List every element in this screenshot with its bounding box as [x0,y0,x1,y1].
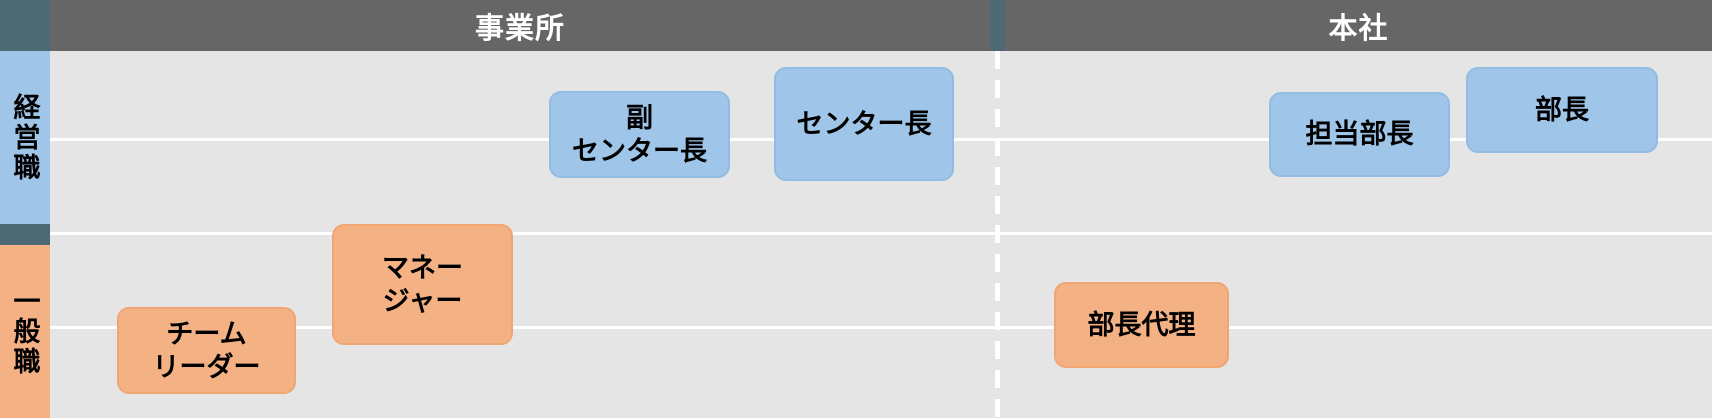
position-box-center-cho: センター長 [774,67,954,181]
gridline-2 [50,232,1712,235]
position-box-bucho-dairi: 部長代理 [1054,282,1229,368]
column-header-honsha-label: 本社 [1328,12,1389,45]
gridline-3 [50,326,1712,329]
column-header-jigyosho-label: 事業所 [474,12,565,45]
position-box-manager: マネー ジャー [332,224,513,345]
header-corner [0,0,50,51]
position-box-team-leader: チーム リーダー [117,307,296,394]
position-label-manager: マネー ジャー [382,252,463,316]
row-label-general-text: 一般職 [9,286,40,377]
position-box-bucho: 部長 [1466,67,1658,153]
row-rail-divider [0,224,50,245]
position-box-fuku-center-cho: 副 センター長 [549,91,730,178]
position-box-tanto-bucho: 担当部長 [1269,92,1450,177]
row-label-general: 一般職 [0,245,50,418]
position-label-bucho: 部長 [1535,94,1589,125]
column-divider-dashed [995,51,1000,418]
column-header-honsha: 本社 [1005,0,1712,51]
row-label-management-text: 経営職 [9,92,40,183]
position-label-team-leader: チーム リーダー [152,318,261,382]
position-label-center-cho: センター長 [796,108,932,139]
column-header-jigyosho: 事業所 [50,0,990,51]
position-label-bucho-dairi: 部長代理 [1087,309,1196,340]
header-column-divider [990,0,1005,51]
position-label-fuku-center-cho: 副 センター長 [572,102,707,166]
row-label-management: 経営職 [0,51,50,224]
position-label-tanto-bucho: 担当部長 [1305,119,1414,149]
